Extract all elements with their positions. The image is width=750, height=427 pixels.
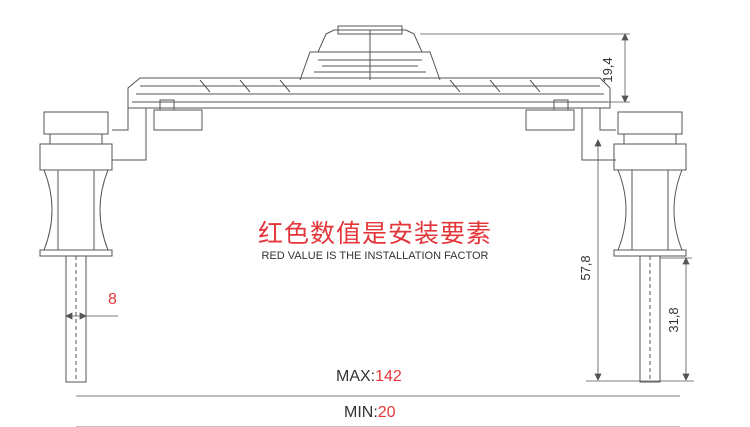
min-dimension: MIN:20 xyxy=(344,404,396,421)
svg-text:MIN:20: MIN:20 xyxy=(344,404,396,421)
top-height-label: 19,4 xyxy=(600,57,615,82)
bridge-plate xyxy=(127,77,611,109)
svg-text:MAX:142: MAX:142 xyxy=(336,368,402,385)
min-label: MIN: xyxy=(344,404,378,421)
left-standoff xyxy=(39,111,113,383)
max-dimension: MAX:142 xyxy=(336,368,402,385)
max-label: MAX: xyxy=(336,368,375,385)
right-bracket xyxy=(525,99,616,161)
total-height-label: 57,8 xyxy=(578,255,593,280)
install-factor-title: 红色数值是安装要素 xyxy=(257,219,492,248)
central-mount xyxy=(299,25,441,81)
shaft-width-label: 8 xyxy=(108,291,117,308)
left-bracket xyxy=(112,99,203,161)
right-standoff xyxy=(613,111,687,383)
install-factor-subtitle: RED VALUE IS THE INSTALLATION FACTOR xyxy=(261,250,489,262)
lower-height-label: 31,8 xyxy=(666,307,681,332)
min-value: 20 xyxy=(378,404,396,421)
max-value: 142 xyxy=(375,368,402,385)
